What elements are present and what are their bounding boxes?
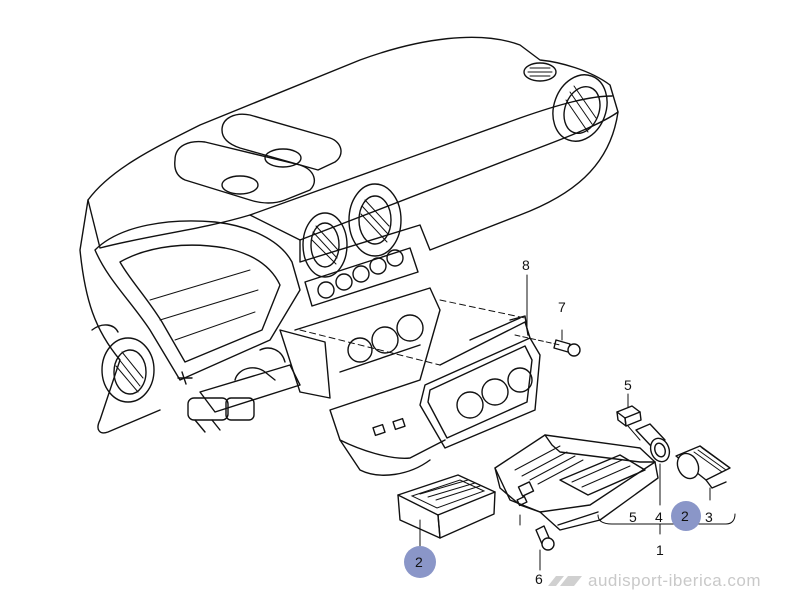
centre-air-vents [302,183,402,278]
centre-console-housing [279,287,446,476]
part-8-mounting-frame [299,299,541,449]
callout-8: 8 [522,257,530,273]
dash-top-surface [87,36,619,249]
part-7-screw [514,329,581,357]
callout-5-top: 5 [624,377,632,393]
callout-6: 6 [535,571,543,587]
svg-text:2: 2 [681,508,689,524]
part-2-storage-tray-left [397,474,496,549]
cluster-detail [149,269,259,341]
right-air-vent [552,74,608,142]
watermark-logo-icon [548,576,582,586]
dash-front-edge [299,111,619,263]
centre-gauges [304,247,419,307]
dashboard-assembly [79,36,619,476]
mounting-guide-dashed [439,299,526,319]
defrost-vents [174,113,342,204]
dash-lower-face [79,199,161,434]
part-6-screw [535,525,555,571]
cluster-hood [94,220,301,381]
cluster-hood-inner [119,244,281,363]
watermark-text: audisport-iberica.com [588,571,762,590]
callout-1: 1 [656,542,664,558]
part-3-cigarette-lighter [675,445,731,501]
left-air-vent [91,324,155,403]
svg-text:2: 2 [415,554,423,570]
callout-2-left: 2 [404,546,436,578]
callout-5-bottom: 5 [629,509,637,525]
part-1-bracket [597,513,736,535]
part-5-bulb-holder [616,393,642,441]
part-4-bulb-socket [635,423,671,506]
steering-column [177,347,301,433]
callout-3: 3 [705,509,713,525]
top-small-vent [523,62,557,82]
callout-4: 4 [655,509,663,525]
callout-2-right: 2 [671,501,701,531]
watermark: audisport-iberica.com [548,568,788,594]
callout-7: 7 [558,299,566,315]
